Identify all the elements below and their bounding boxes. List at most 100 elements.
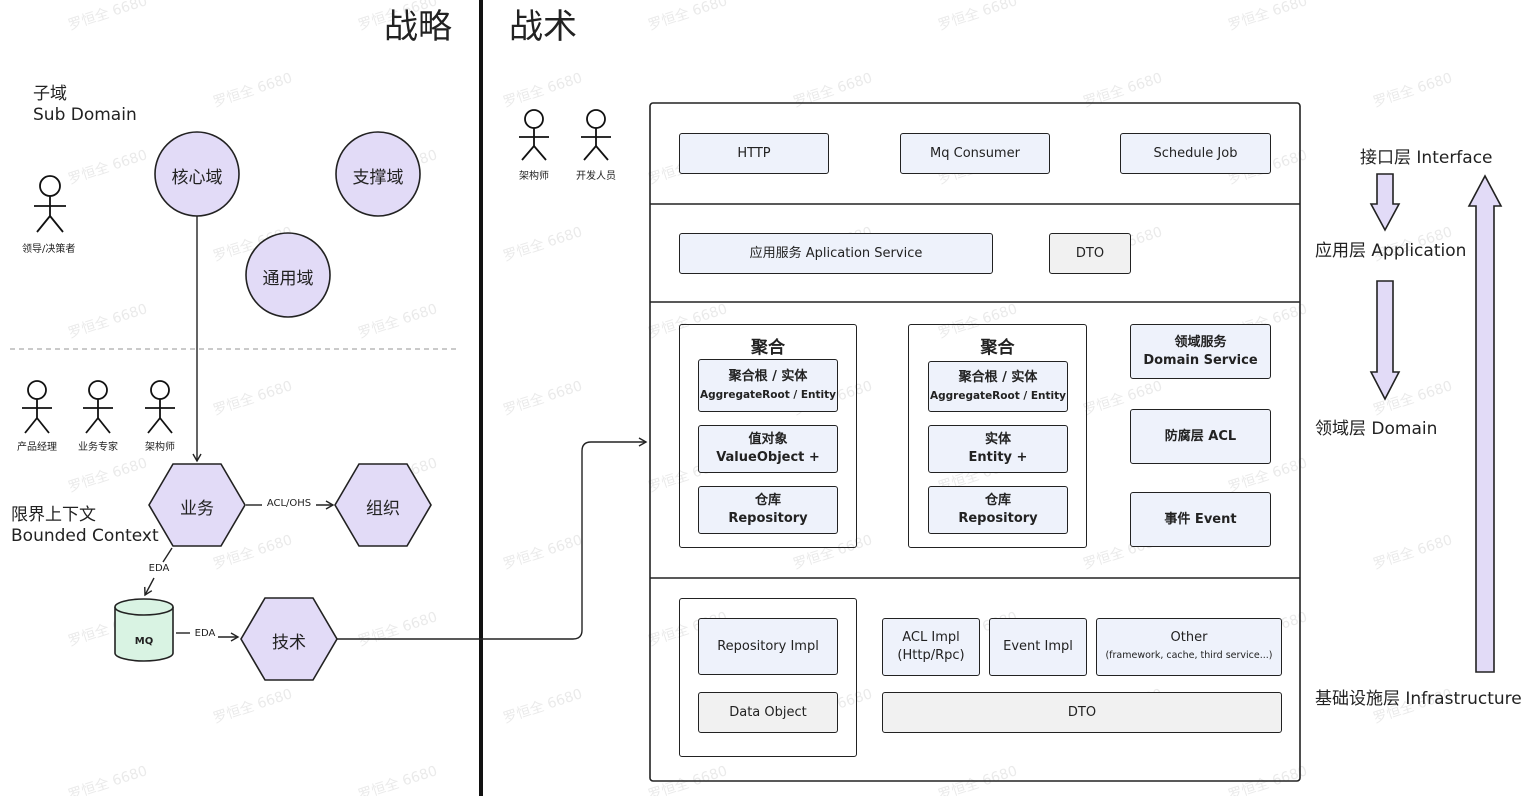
watermark-text-20: 罗恒全 6680	[66, 300, 149, 342]
domain-service-box: 领域服务 Domain Service	[1130, 324, 1271, 379]
eda-down-arrow	[144, 577, 155, 597]
eda-down-line	[162, 547, 173, 563]
repository-impl-box: Repository Impl	[698, 618, 838, 675]
acl-ohs-label: ACL/OHS	[266, 498, 312, 509]
acl-impl-box: ACL Impl (Http/Rpc)	[882, 618, 980, 676]
tactics-frame	[649, 102, 1301, 782]
domain-layer-label: 领域层 Domain	[1315, 419, 1438, 439]
watermark-text-41: 罗恒全 6680	[356, 608, 439, 650]
tactics-role-label-developer: 开发人员	[576, 171, 616, 182]
acl-label: 防腐层 ACL	[1164, 428, 1237, 444]
product-manager-person-icon	[22, 380, 52, 434]
application-layer-label: 应用层 Application	[1315, 241, 1467, 261]
infrastructure-layer-label: 基础设施层 Infrastructure	[1315, 689, 1522, 709]
role-label-architect: 架构师	[145, 442, 175, 453]
schedule-job-label: Schedule Job	[1153, 145, 1238, 161]
role-label-business-expert: 业务专家	[78, 442, 118, 453]
mq-database-icon	[114, 598, 174, 662]
infrastructure-dto-label: DTO	[1067, 704, 1097, 720]
domain-service-cn: 领域服务	[1174, 334, 1227, 350]
organization-context-hexagon	[334, 463, 432, 547]
eda-right-label: EDA	[194, 628, 216, 639]
aggregate-1-root-cn: 聚合根 / 实体	[728, 368, 808, 384]
other-impl-detail: (framework, cache, third service...)	[1105, 650, 1273, 661]
aggregate-1-root-box: 聚合根 / 实体 AggregateRoot / Entity	[698, 359, 838, 412]
tactics-architect-person-icon	[519, 109, 549, 161]
watermark-text-30: 罗恒全 6680	[66, 454, 149, 496]
tactics-role-label-architect: 架构师	[519, 171, 549, 182]
strategy-heading: 战略	[384, 7, 452, 47]
other-impl-label: Other	[1170, 630, 1208, 645]
watermark-text-46: 罗恒全 6680	[501, 685, 584, 727]
watermark-text-4: 罗恒全 6680	[1226, 0, 1309, 34]
aggregate-1-repository-en: Repository	[728, 511, 808, 526]
mq-consumer-label: Mq Consumer	[930, 145, 1020, 161]
watermark-text-6: 罗恒全 6680	[501, 69, 584, 111]
leader-person-icon	[34, 175, 66, 233]
application-dto-label: DTO	[1075, 245, 1105, 261]
aggregate-2-root-box: 聚合根 / 实体 AggregateRoot / Entity	[928, 361, 1068, 412]
role-label-product-manager: 产品经理	[17, 442, 57, 453]
watermark-text-53: 罗恒全 6680	[936, 762, 1019, 796]
aggregate-1-repository-cn: 仓库	[754, 493, 781, 508]
watermark-text-2: 罗恒全 6680	[646, 0, 729, 34]
business-expert-person-icon	[83, 380, 113, 434]
leader-label: 领导/决策者	[22, 244, 76, 255]
schedule-job-box: Schedule Job	[1120, 133, 1271, 174]
interface-to-application-arrow	[1369, 173, 1401, 232]
application-to-domain-arrow	[1369, 280, 1401, 401]
watermark-text-36: 罗恒全 6680	[501, 531, 584, 573]
http-label: HTTP	[737, 145, 771, 161]
value-object-box: 值对象 ValueObject +	[698, 425, 838, 473]
mq-label: MQ	[134, 636, 154, 647]
interface-layer-label: 接口层 Interface	[1360, 148, 1493, 168]
watermark-text-25: 罗恒全 6680	[211, 377, 294, 419]
watermark-text-8: 罗恒全 6680	[1081, 69, 1164, 111]
watermark-text-10: 罗恒全 6680	[66, 146, 149, 188]
aggregate-2-container	[908, 324, 1087, 548]
business-context-label: 业务	[180, 499, 214, 519]
watermark-text-21: 罗恒全 6680	[356, 300, 439, 342]
application-service-box: 应用服务 Aplication Service	[679, 233, 993, 274]
aggregate-1-repository-box: 仓库 Repository	[698, 486, 838, 534]
infrastructure-dto-box: DTO	[882, 692, 1282, 733]
watermark-text-0: 罗恒全 6680	[66, 0, 149, 34]
watermark-text-3: 罗恒全 6680	[936, 0, 1019, 34]
aggregate-1-root-en: AggregateRoot / Entity	[699, 388, 836, 401]
core-domain-label: 核心域	[171, 168, 223, 188]
bounded-context-label-en: Bounded Context	[11, 526, 159, 546]
technology-to-tactics-connector	[337, 437, 648, 640]
event-impl-label: Event Impl	[1003, 639, 1073, 654]
watermark-text-5: 罗恒全 6680	[211, 69, 294, 111]
repository-impl-container	[679, 598, 857, 757]
generic-domain-circle	[245, 232, 331, 318]
application-service-label: 应用服务 Aplication Service	[749, 245, 923, 261]
watermark-text-26: 罗恒全 6680	[501, 377, 584, 419]
bounded-context-label-cn: 限界上下文	[11, 505, 96, 525]
aggregate-2-repository-cn: 仓库	[984, 493, 1011, 508]
subdomain-label-cn: 子域	[33, 84, 67, 104]
entity-cn: 实体	[984, 432, 1011, 447]
watermark-text-7: 罗恒全 6680	[791, 69, 874, 111]
aggregate-2-root-cn: 聚合根 / 实体	[958, 369, 1038, 385]
watermark-text-51: 罗恒全 6680	[356, 762, 439, 796]
watermark-text-54: 罗恒全 6680	[1226, 762, 1309, 796]
mq-consumer-box: Mq Consumer	[900, 133, 1050, 174]
http-box: HTTP	[679, 133, 829, 174]
watermark-text-39: 罗恒全 6680	[1371, 531, 1454, 573]
aggregate-1-container	[679, 324, 857, 548]
watermark-text-50: 罗恒全 6680	[66, 762, 149, 796]
acl-impl-line-2: (Http/Rpc)	[897, 648, 965, 663]
entity-box: 实体 Entity +	[928, 425, 1068, 473]
support-domain-circle	[335, 131, 421, 217]
acl-box: 防腐层 ACL	[1130, 409, 1271, 464]
event-impl-box: Event Impl	[989, 618, 1087, 676]
watermark-text-16: 罗恒全 6680	[501, 223, 584, 265]
domain-service-en: Domain Service	[1143, 352, 1258, 368]
application-dto-box: DTO	[1049, 233, 1131, 274]
aggregate-2-title: 聚合	[980, 338, 1015, 358]
watermark-text-9: 罗恒全 6680	[1371, 69, 1454, 111]
watermark-text-52: 罗恒全 6680	[646, 762, 729, 796]
support-domain-label: 支撑域	[352, 168, 404, 188]
